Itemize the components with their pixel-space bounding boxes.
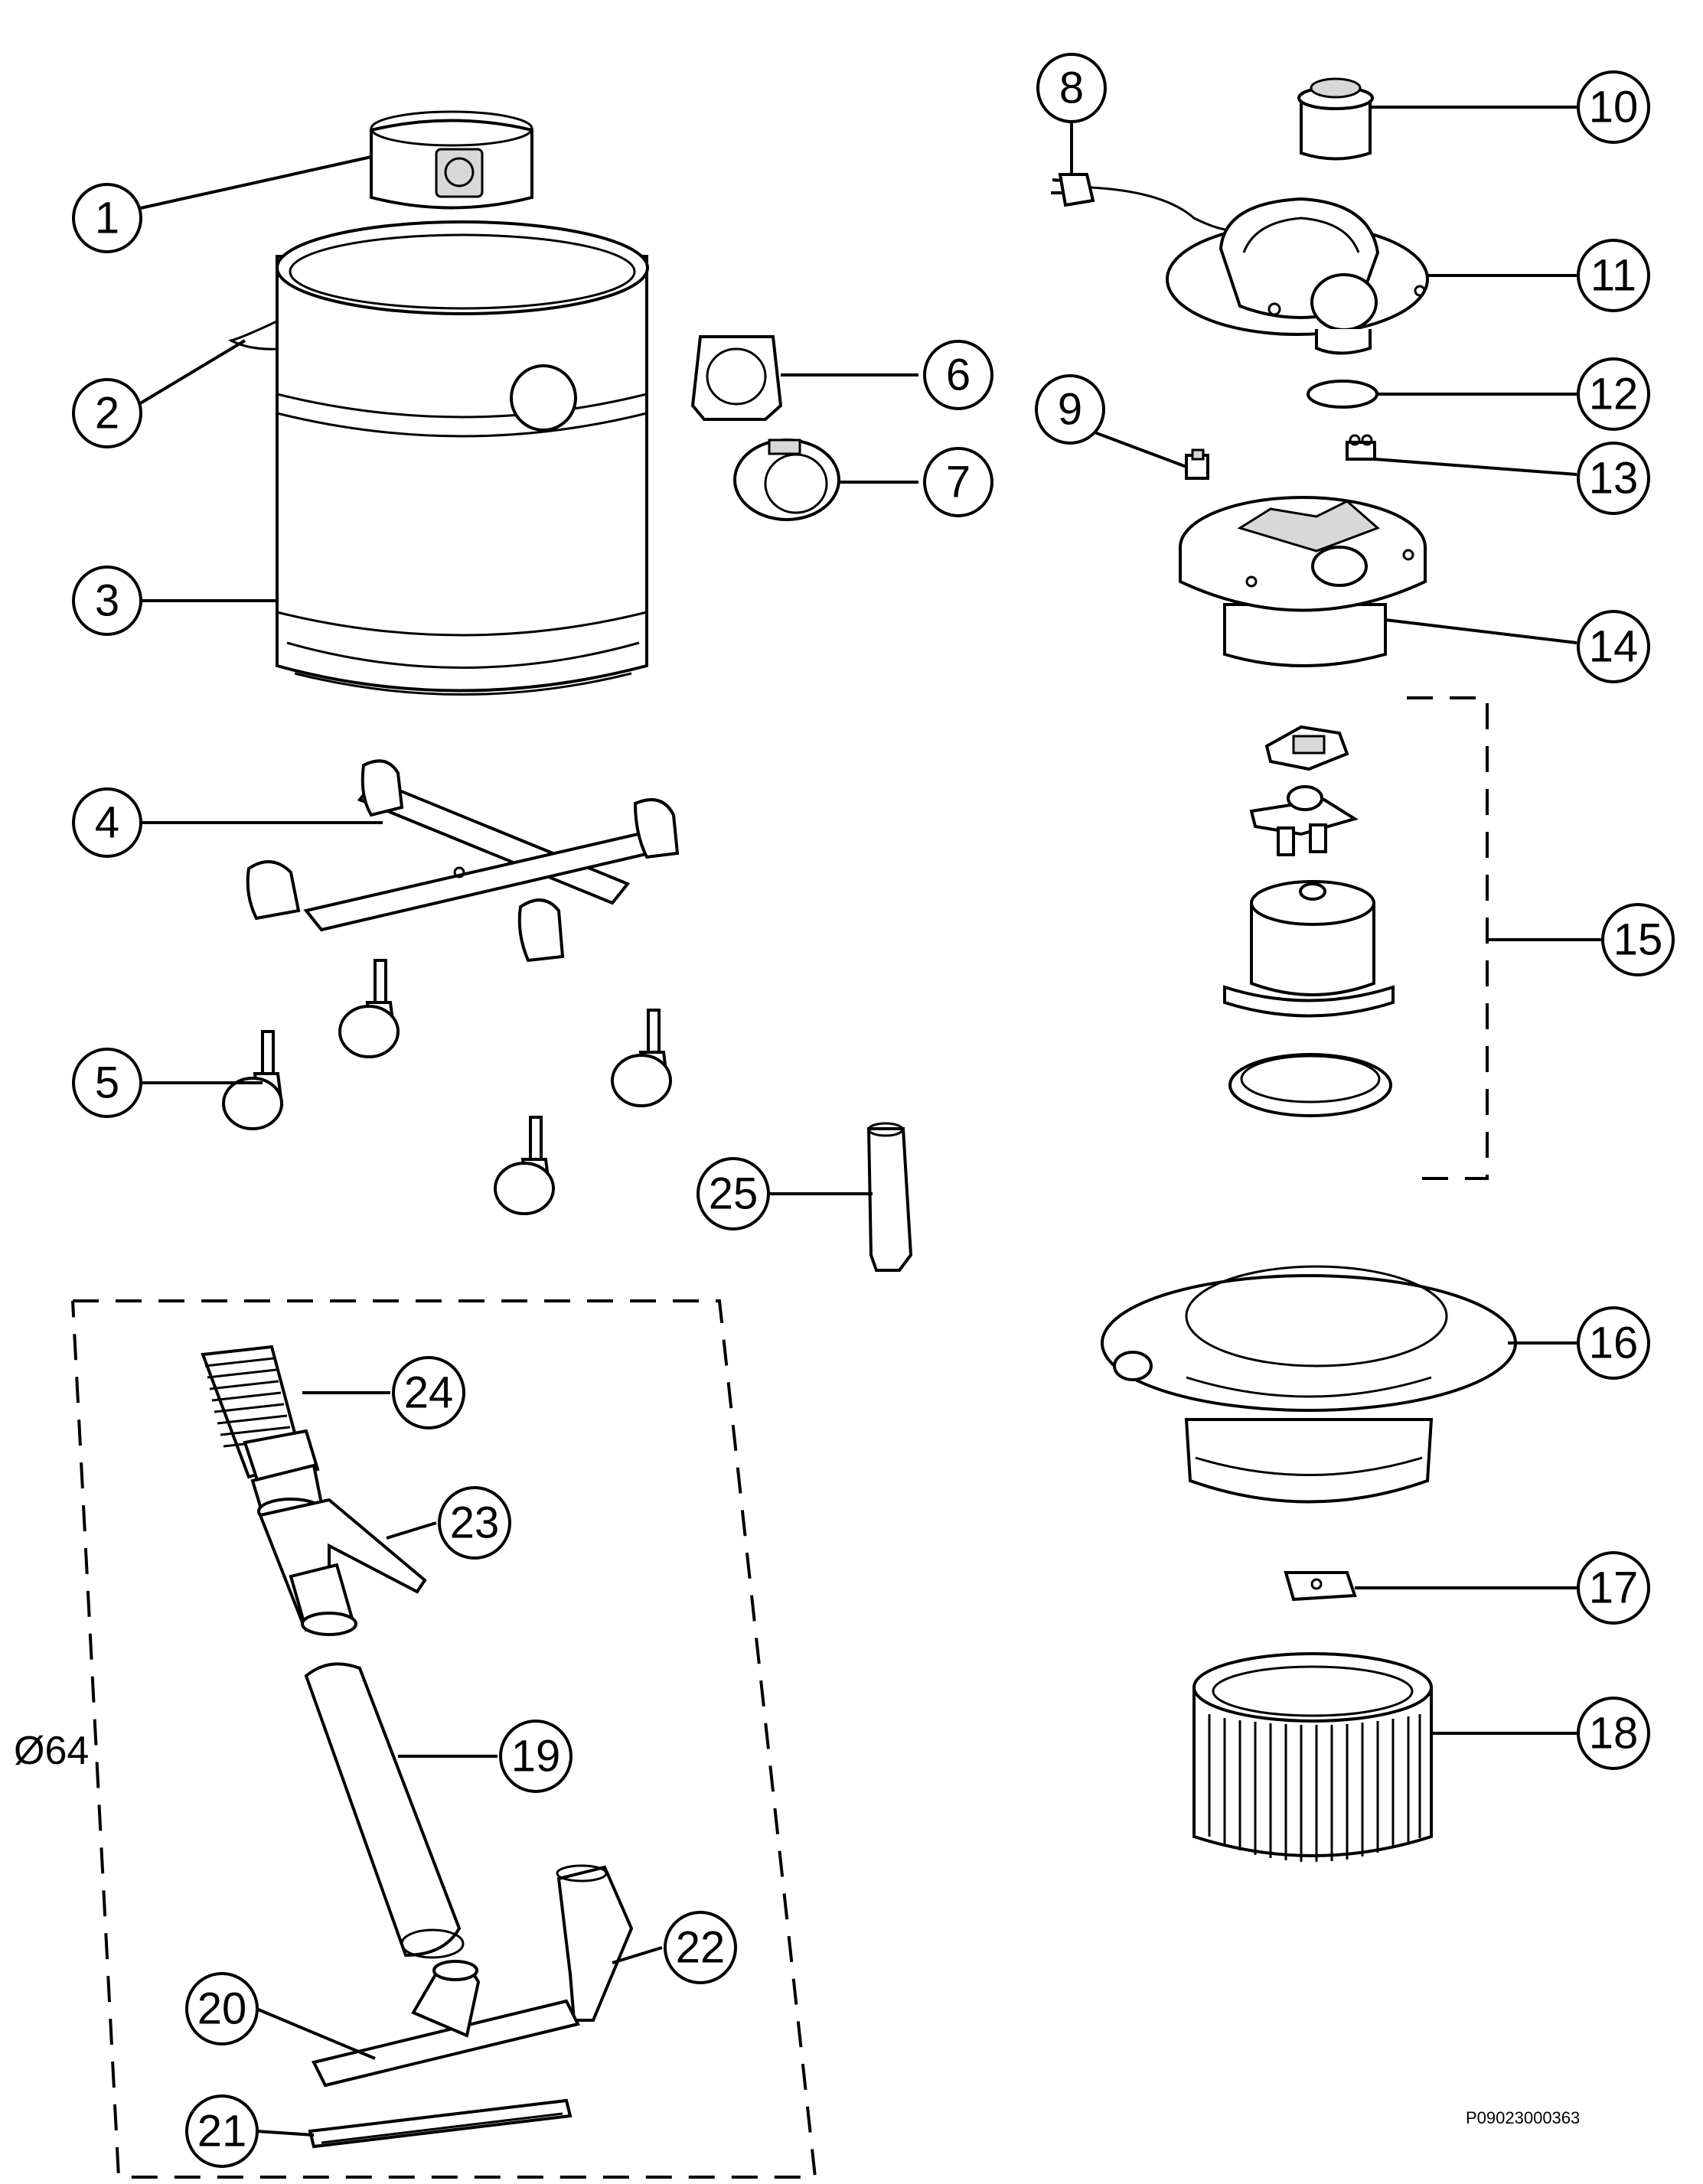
part-12-foam-pad xyxy=(1307,380,1378,409)
part-1-hose-connector xyxy=(370,110,533,210)
part-5-casters xyxy=(222,959,672,1215)
callout-20: 20 xyxy=(185,1972,259,2045)
callout-11: 11 xyxy=(1577,239,1650,312)
svg-text:6: 6 xyxy=(946,350,971,400)
part-19-extension-wand xyxy=(304,1662,465,1959)
callout-21: 21 xyxy=(185,2094,259,2168)
part-17-valve-plate xyxy=(1284,1571,1357,1602)
svg-text:25: 25 xyxy=(709,1169,759,1219)
callout-25: 25 xyxy=(697,1157,770,1231)
svg-text:24: 24 xyxy=(404,1368,454,1418)
svg-text:13: 13 xyxy=(1589,454,1639,504)
svg-text:12: 12 xyxy=(1589,370,1639,419)
part-4-dolly-base xyxy=(246,759,680,963)
callout-12: 12 xyxy=(1577,357,1650,431)
callout-18: 18 xyxy=(1577,1697,1650,1770)
callout-13: 13 xyxy=(1577,442,1650,515)
callout-4: 4 xyxy=(72,787,142,858)
motor-gasket xyxy=(1228,1053,1392,1117)
part-23-hand-grip xyxy=(258,1498,427,1636)
callout-9: 9 xyxy=(1035,374,1105,445)
caster-c xyxy=(222,1030,284,1130)
motor-bracket xyxy=(1249,785,1359,856)
diameter-label: Ø64 xyxy=(14,1729,89,1773)
svg-text:18: 18 xyxy=(1589,1709,1639,1759)
svg-text:3: 3 xyxy=(95,576,119,626)
callout-5: 5 xyxy=(72,1048,142,1118)
svg-text:17: 17 xyxy=(1589,1563,1639,1613)
svg-text:16: 16 xyxy=(1589,1319,1639,1368)
svg-text:1: 1 xyxy=(95,194,119,243)
callout-10: 10 xyxy=(1577,70,1650,144)
caster-a xyxy=(338,959,400,1058)
part-10-switch-cap xyxy=(1297,77,1374,161)
callout-23: 23 xyxy=(438,1486,511,1560)
callout-1: 1 xyxy=(72,183,142,253)
part-21-brush-strip xyxy=(308,2098,573,2149)
callout-17: 17 xyxy=(1577,1551,1650,1625)
drawing-code: P09023000363 xyxy=(1466,2108,1580,2127)
svg-text:8: 8 xyxy=(1059,64,1084,113)
leader-lines xyxy=(129,106,1577,2137)
part-3-drum xyxy=(276,220,649,696)
callout-22: 22 xyxy=(664,1911,737,1984)
part-13-terminal-block xyxy=(1346,434,1376,461)
part-15-motor-assembly xyxy=(1223,696,1606,1180)
svg-text:5: 5 xyxy=(95,1058,119,1108)
svg-text:4: 4 xyxy=(95,798,119,848)
svg-text:2: 2 xyxy=(95,389,119,438)
callout-16: 16 xyxy=(1577,1306,1650,1380)
callout-2: 2 xyxy=(72,378,142,448)
motor-body xyxy=(1223,880,1395,1018)
part-9-switch xyxy=(1185,448,1209,480)
part-6-inlet-flange xyxy=(690,335,783,421)
caster-b xyxy=(611,1009,672,1107)
svg-text:22: 22 xyxy=(676,1923,726,1973)
svg-text:10: 10 xyxy=(1589,83,1639,132)
callout-8: 8 xyxy=(1036,53,1107,123)
part-7-inlet-ring xyxy=(733,438,840,521)
svg-text:15: 15 xyxy=(1613,915,1663,965)
accessory-kit-frame xyxy=(71,1299,817,2179)
svg-text:9: 9 xyxy=(1058,385,1082,435)
part-24-hose xyxy=(201,1345,325,1525)
svg-text:11: 11 xyxy=(1590,251,1636,301)
part-20-floor-nozzle xyxy=(312,1960,580,2088)
part-25-crevice-tool xyxy=(866,1122,913,1272)
part-16-head-base xyxy=(1101,1265,1517,1504)
caster-d xyxy=(494,1116,555,1215)
callout-14: 14 xyxy=(1577,610,1650,683)
part-14-motor-housing xyxy=(1179,496,1427,667)
svg-text:14: 14 xyxy=(1589,622,1639,672)
callout-24: 24 xyxy=(392,1356,465,1429)
svg-text:23: 23 xyxy=(450,1498,500,1548)
svg-text:19: 19 xyxy=(511,1732,561,1781)
part-8-power-cord xyxy=(1051,173,1241,232)
part-18-cartridge-filter xyxy=(1192,1652,1433,1862)
svg-text:21: 21 xyxy=(197,2107,247,2156)
svg-text:7: 7 xyxy=(946,458,971,507)
motor-top-plate xyxy=(1264,725,1349,771)
callout-6: 6 xyxy=(923,340,993,410)
callout-15: 15 xyxy=(1601,903,1675,976)
callouts: 1 2 3 4 5 6 7 8 9 10 11 12 13 14 15 16 1… xyxy=(72,53,1675,2168)
callout-19: 19 xyxy=(499,1719,573,1793)
callout-3: 3 xyxy=(72,566,142,636)
callout-7: 7 xyxy=(923,447,993,517)
part-22-round-nozzle xyxy=(556,1864,634,2022)
part-11-motor-cover xyxy=(1166,197,1429,355)
svg-text:20: 20 xyxy=(197,1984,247,2034)
